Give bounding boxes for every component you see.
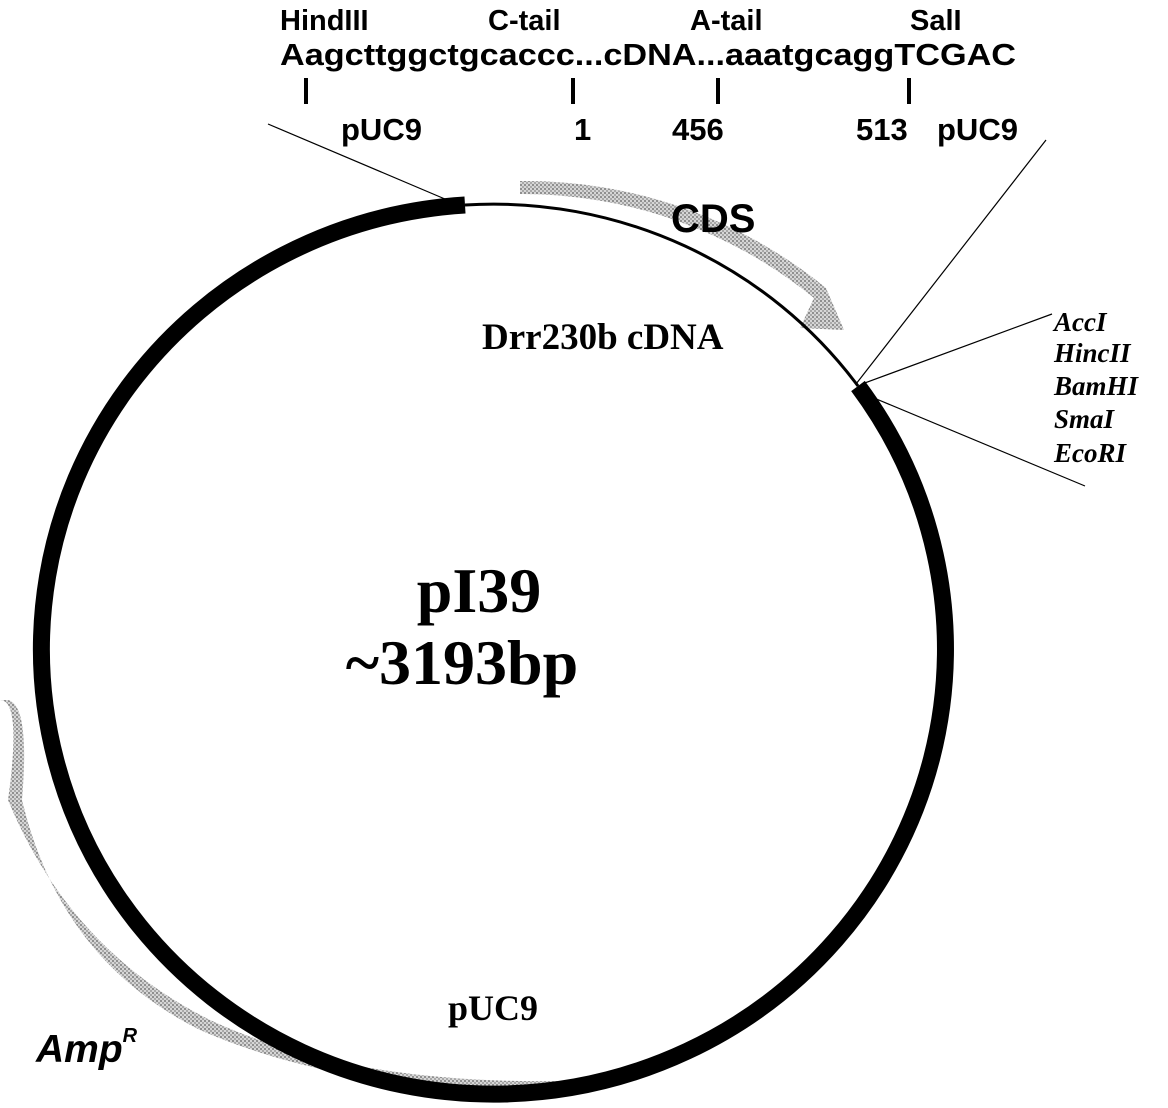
restriction-site-bamhi: BamHI xyxy=(1053,371,1140,401)
amp-resistance-label: AmpR xyxy=(35,1025,138,1071)
site-label-sali: SalI xyxy=(910,5,962,37)
cds-label: CDS xyxy=(671,197,755,241)
position-label-puc9-left: pUC9 xyxy=(341,112,422,147)
restriction-site-acci: AccI xyxy=(1052,307,1108,337)
restriction-site-smai: SmaI xyxy=(1054,404,1116,434)
backbone-label: pUC9 xyxy=(448,988,538,1028)
amp-resistance-superscript: R xyxy=(123,1025,138,1047)
leader-line-mcs-top xyxy=(861,313,1053,385)
restriction-site-ecori: EcoRI xyxy=(1053,438,1128,468)
leader-line-right-junction xyxy=(855,139,1047,385)
position-label-513: 513 xyxy=(856,112,908,147)
site-label-c-tail: C-tail xyxy=(488,5,561,37)
insert-label: Drr230b cDNA xyxy=(482,317,724,358)
vector-backbone-arc xyxy=(33,196,954,1103)
site-label-hindiii: HindIII xyxy=(280,5,369,37)
plasmid-name: pI39 xyxy=(417,555,542,626)
amp-resistance-arrow xyxy=(0,700,600,1092)
position-label-1: 1 xyxy=(574,112,591,147)
amp-resistance-label-main: Amp xyxy=(35,1028,123,1071)
leader-line-mcs-bottom xyxy=(873,397,1086,487)
plasmid-size: ~3193bp xyxy=(346,627,578,698)
insert-cdna-arc xyxy=(464,202,860,387)
restriction-site-hincii: HincII xyxy=(1053,338,1132,368)
position-label-456: 456 xyxy=(672,112,724,147)
insert-junction-sequence: Aagcttggctgcaccc...cDNA...aaatgcaggTCGAC xyxy=(280,37,1016,72)
position-label-puc9-right: pUC9 xyxy=(937,112,1018,147)
site-label-a-tail: A-tail xyxy=(690,5,763,37)
leader-line-left-junction xyxy=(267,123,453,203)
cds-feature-arrow xyxy=(520,180,844,330)
